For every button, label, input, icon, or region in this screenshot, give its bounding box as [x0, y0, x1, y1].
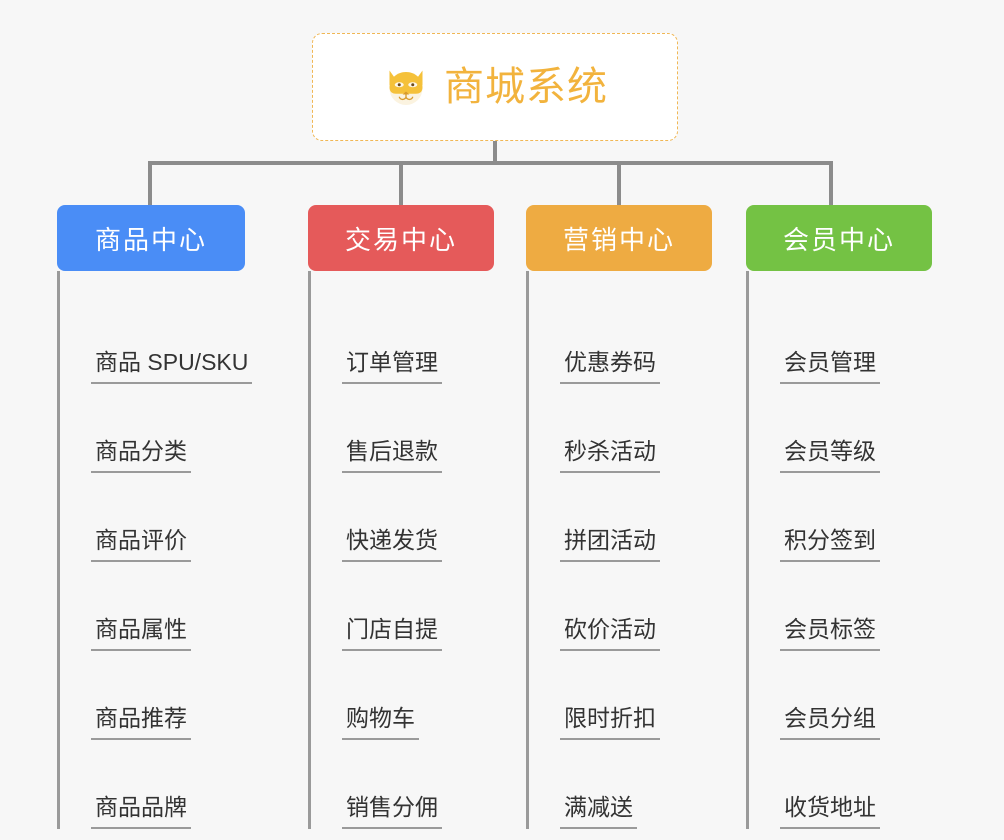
- list-item[interactable]: 积分签到: [749, 473, 932, 562]
- list-item[interactable]: 购物车: [311, 651, 494, 740]
- list-item[interactable]: 限时折扣: [529, 651, 712, 740]
- shiba-dog-face-icon: [389, 70, 423, 105]
- leaf-label: 快递发货: [342, 527, 442, 562]
- list-item[interactable]: 会员分组: [749, 651, 932, 740]
- list-item[interactable]: 商品品牌: [60, 740, 245, 829]
- branch-member-center: 会员中心 会员管理 会员等级 积分签到 会员标签 会员分组 收货地址: [746, 205, 932, 829]
- connector-drop-1: [148, 161, 152, 205]
- leaf-list-trade-center: 订单管理 售后退款 快递发货 门店自提 购物车 销售分佣: [308, 271, 494, 829]
- leaf-label: 商品属性: [91, 616, 191, 651]
- list-item[interactable]: 会员标签: [749, 562, 932, 651]
- list-item[interactable]: 满减送: [529, 740, 712, 829]
- branch-header-label: 营销中心: [562, 224, 675, 255]
- leaf-label: 秒杀活动: [560, 438, 660, 473]
- branch-header-label: 会员中心: [782, 224, 895, 255]
- leaf-list-product-center: 商品 SPU/SKU 商品分类 商品评价 商品属性 商品推荐 商品品牌: [57, 271, 253, 829]
- list-item[interactable]: 会员管理: [749, 295, 932, 384]
- branch-header-marketing-center[interactable]: 营销中心: [526, 205, 712, 271]
- connector-root-stem: [493, 141, 497, 164]
- leaf-label: 砍价活动: [560, 616, 660, 651]
- list-item[interactable]: 优惠券码: [529, 295, 712, 384]
- list-item[interactable]: 商品推荐: [60, 651, 245, 740]
- leaf-label: 销售分佣: [342, 794, 442, 829]
- branch-header-product-center[interactable]: 商品中心: [57, 205, 245, 271]
- leaf-label: 收货地址: [780, 794, 880, 829]
- list-item[interactable]: 会员等级: [749, 384, 932, 473]
- leaf-label: 商品 SPU/SKU: [91, 349, 253, 384]
- list-item[interactable]: 砍价活动: [529, 562, 712, 651]
- list-item[interactable]: 销售分佣: [311, 740, 494, 829]
- connector-drop-2: [399, 161, 403, 205]
- leaf-label: 会员管理: [780, 349, 880, 384]
- leaf-label: 售后退款: [342, 438, 442, 473]
- list-item[interactable]: 收货地址: [749, 740, 932, 829]
- list-item[interactable]: 商品分类: [60, 384, 245, 473]
- leaf-label: 门店自提: [342, 616, 442, 651]
- branch-marketing-center: 营销中心 优惠券码 秒杀活动 拼团活动 砍价活动 限时折扣 满减送: [526, 205, 712, 829]
- list-item[interactable]: 拼团活动: [529, 473, 712, 562]
- leaf-label: 商品推荐: [91, 705, 191, 740]
- list-item[interactable]: 商品评价: [60, 473, 245, 562]
- leaf-label: 商品分类: [91, 438, 191, 473]
- leaf-label: 购物车: [342, 705, 419, 740]
- leaf-label: 满减送: [560, 794, 637, 829]
- root-title: 商城系统: [444, 65, 608, 109]
- leaf-label: 优惠券码: [560, 349, 660, 384]
- list-item[interactable]: 门店自提: [311, 562, 494, 651]
- connector-horizontal-bus: [148, 161, 832, 165]
- branch-header-member-center[interactable]: 会员中心: [746, 205, 932, 271]
- leaf-label: 会员等级: [780, 438, 880, 473]
- connector-drop-4: [829, 161, 833, 205]
- branch-product-center: 商品中心 商品 SPU/SKU 商品分类 商品评价 商品属性 商品推荐 商品品牌: [57, 205, 253, 829]
- root-node[interactable]: 商城系统: [312, 33, 678, 141]
- list-item[interactable]: 快递发货: [311, 473, 494, 562]
- leaf-label: 商品评价: [91, 527, 191, 562]
- branch-header-label: 交易中心: [344, 224, 457, 255]
- connector-drop-3: [617, 161, 621, 205]
- leaf-label: 会员分组: [780, 705, 880, 740]
- list-item[interactable]: 售后退款: [311, 384, 494, 473]
- leaf-label: 限时折扣: [560, 705, 660, 740]
- branch-header-label: 商品中心: [94, 224, 207, 255]
- branch-trade-center: 交易中心 订单管理 售后退款 快递发货 门店自提 购物车 销售分佣: [308, 205, 494, 829]
- list-item[interactable]: 订单管理: [311, 295, 494, 384]
- list-item[interactable]: 秒杀活动: [529, 384, 712, 473]
- leaf-label: 会员标签: [780, 616, 880, 651]
- leaf-label: 积分签到: [780, 527, 880, 562]
- leaf-list-marketing-center: 优惠券码 秒杀活动 拼团活动 砍价活动 限时折扣 满减送: [526, 271, 712, 829]
- list-item[interactable]: 商品属性: [60, 562, 245, 651]
- branch-header-trade-center[interactable]: 交易中心: [308, 205, 494, 271]
- list-item[interactable]: 商品 SPU/SKU: [60, 295, 253, 384]
- leaf-label: 商品品牌: [91, 794, 191, 829]
- leaf-list-member-center: 会员管理 会员等级 积分签到 会员标签 会员分组 收货地址: [746, 271, 932, 829]
- leaf-label: 订单管理: [342, 349, 442, 384]
- leaf-label: 拼团活动: [560, 527, 660, 562]
